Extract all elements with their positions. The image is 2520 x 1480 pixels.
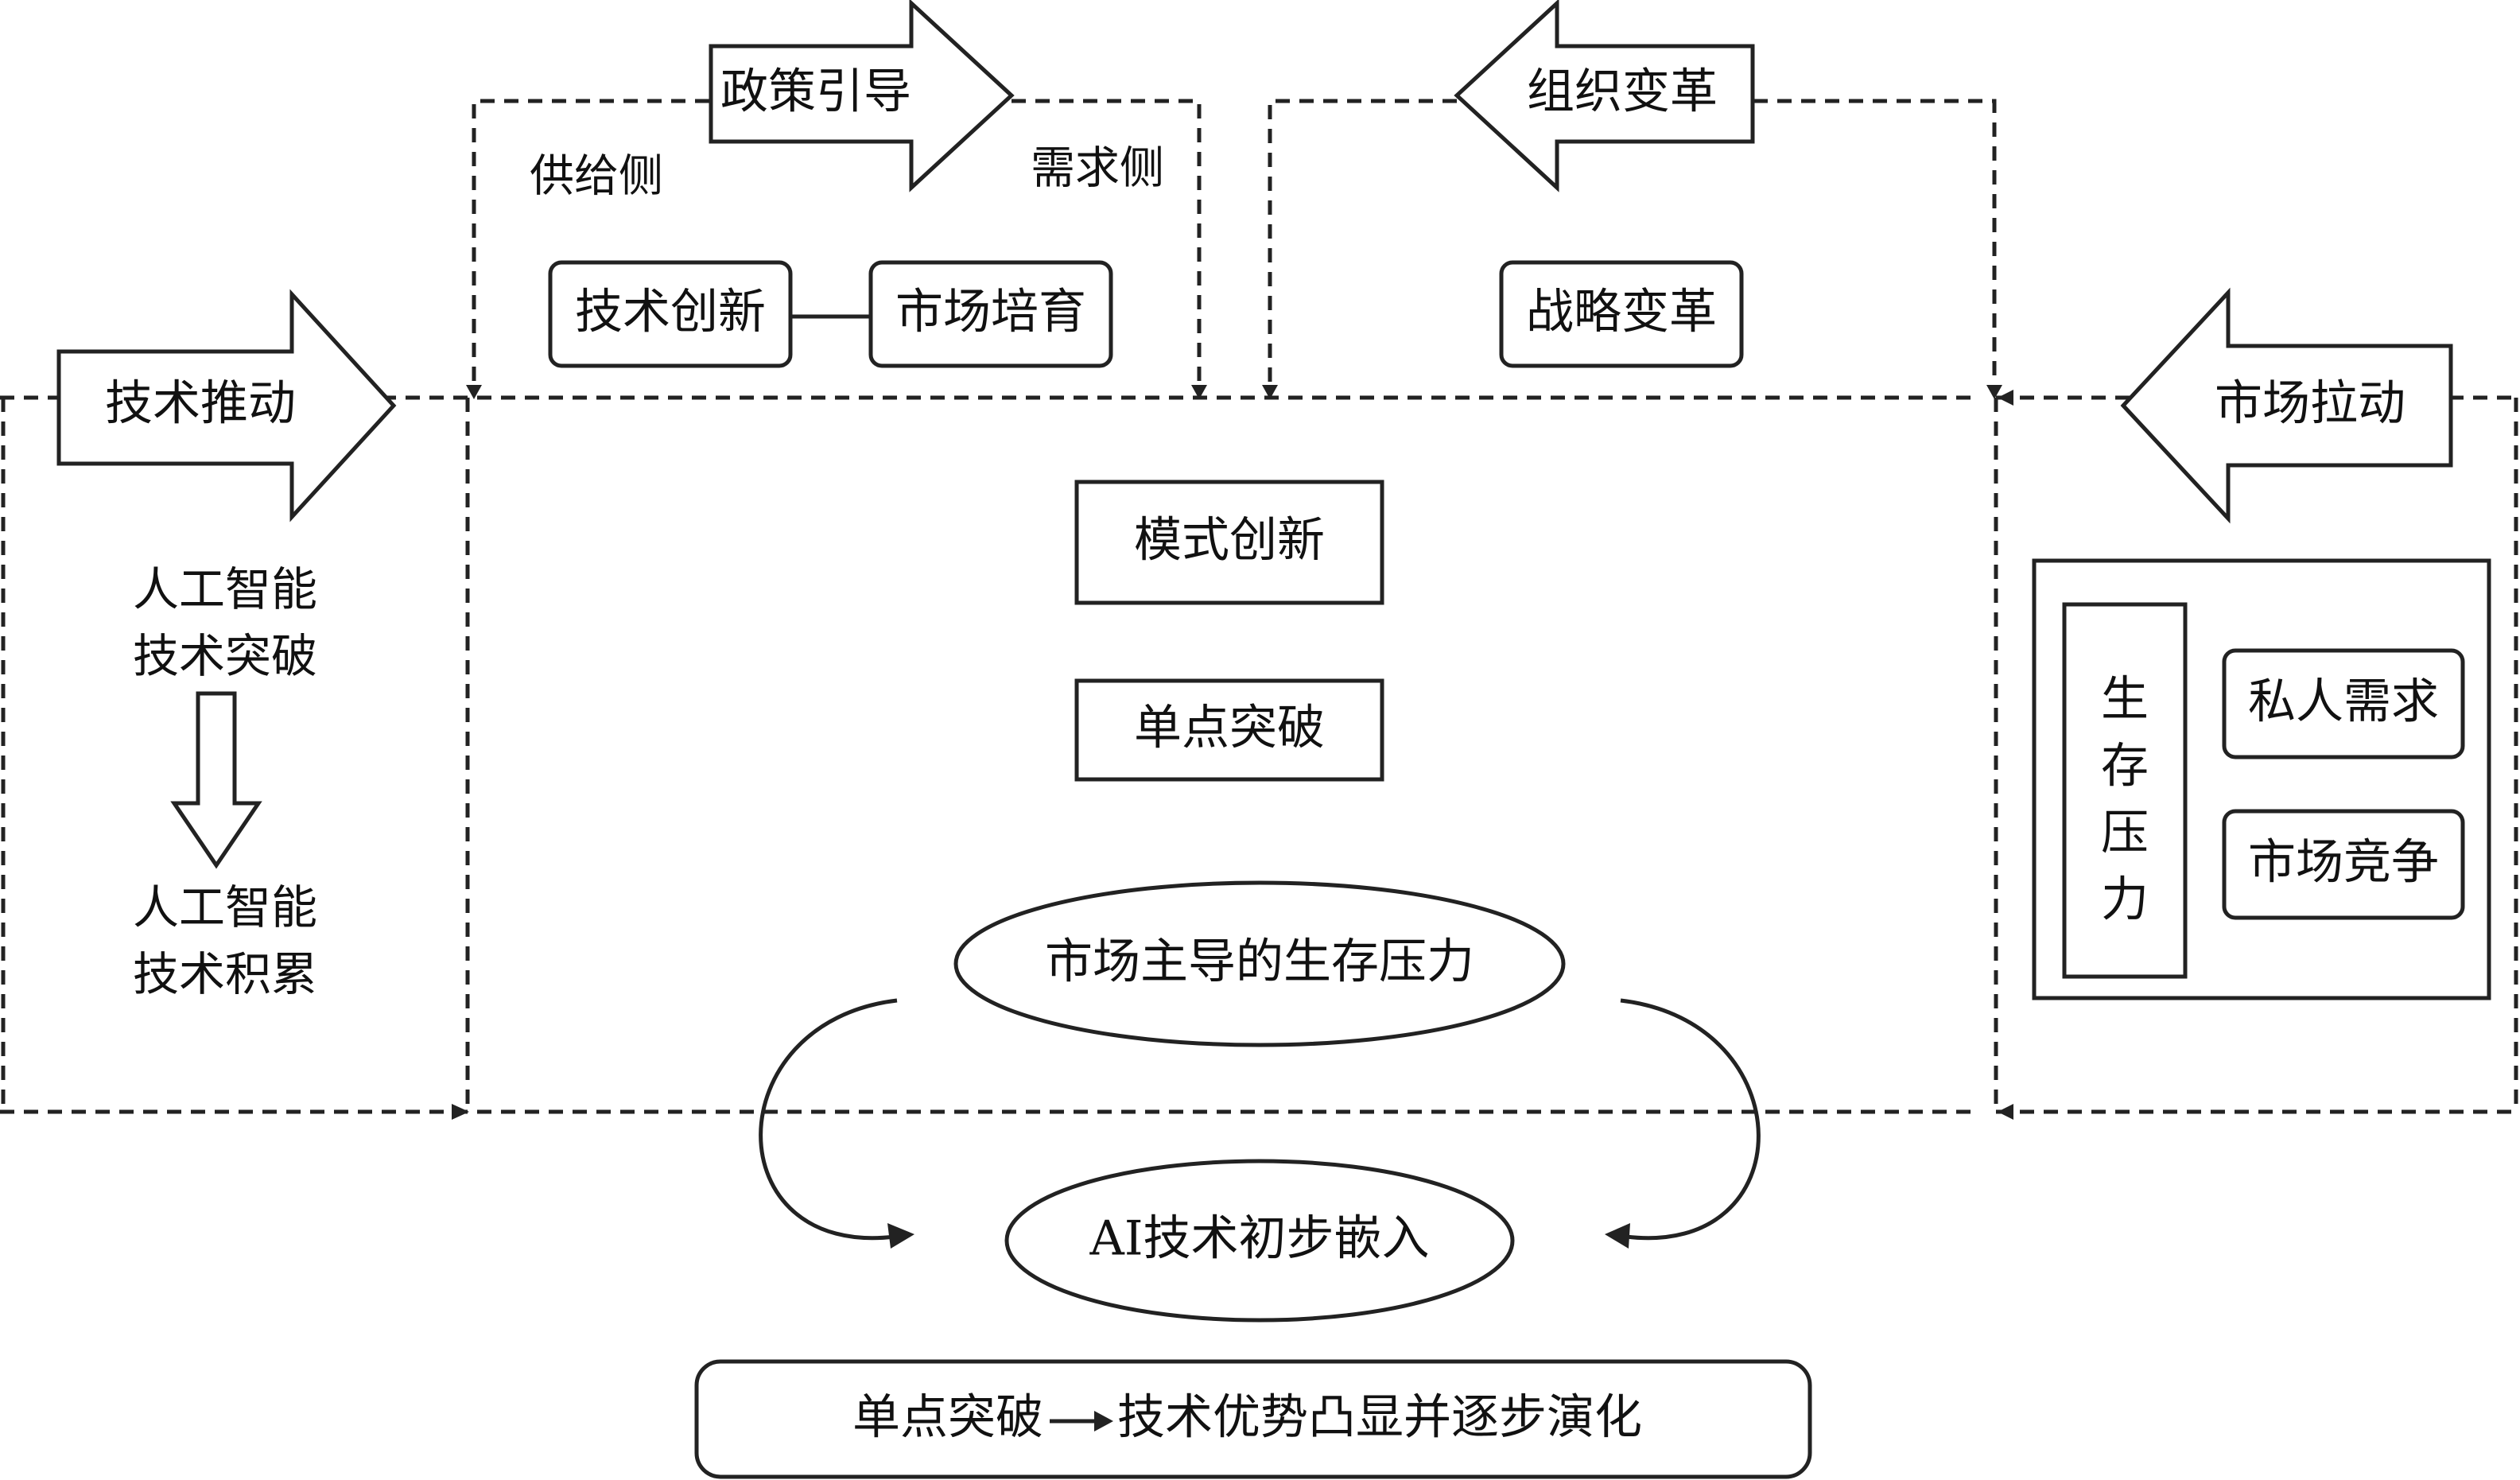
tech-innovation-box: 技术创新 [548,260,793,368]
footer-box: 单点突破 技术优势凸显并逐步演化 [694,1359,1812,1479]
strategy-change-box: 战略变革 [1499,260,1744,368]
private-demand-box: 私人需求 [2222,648,2465,759]
ai-embed-ellipse: AI技术初步嵌入 [1004,1159,1515,1323]
market-pull-arrow: 市场拉动 [2120,287,2453,524]
market-pull-label: 市场拉动 [2215,376,2405,432]
demand-side-label: 需求侧 [1031,143,1164,195]
survival-pressure-panel: 生 存 压 力 私人需求 市场竞争 [2032,558,2491,1000]
policy-label: 政策引导 [720,64,911,120]
footer-arrow-icon [1094,1411,1113,1431]
svg-text:单点突破: 单点突破 [1134,701,1325,756]
ai-breakthrough-line1: 人工智能 [133,562,317,616]
svg-text:技术创新: 技术创新 [575,285,766,340]
tech-push-arrow: 技术推动 [56,289,397,522]
svg-text:市场竞争: 市场竞争 [2248,835,2439,891]
svg-text:私人需求: 私人需求 [2248,674,2439,730]
ai-accumulation-line1: 人工智能 [133,880,317,934]
market-cultivation-box: 市场培育 [868,260,1113,368]
mode-innovation-box: 模式创新 [1074,480,1384,605]
footer-right-text: 技术优势凸显并逐步演化 [1117,1390,1642,1446]
curve-arrowhead-right-icon [1605,1223,1630,1249]
survival-char-3: 压 [2101,806,2149,861]
ai-breakthrough-line2: 技术突破 [133,629,317,683]
survival-char-4: 力 [2101,872,2149,928]
single-breakthrough-box: 单点突破 [1074,678,1384,782]
survival-char-1: 生 [2101,672,2149,728]
feedback-curves [759,998,1761,1249]
svg-text:模式创新: 模式创新 [1134,513,1325,569]
svg-text:市场培育: 市场培育 [895,285,1086,340]
survival-char-2: 存 [2101,739,2149,794]
down-arrow-icon [170,691,262,869]
footer-left-text: 单点突破 [852,1390,1043,1446]
svg-text:市场主导的生存压力: 市场主导的生存压力 [1045,934,1474,990]
tech-push-label: 技术推动 [105,376,296,432]
market-competition-box: 市场竞争 [2222,809,2465,920]
svg-text:战略变革: 战略变革 [1526,285,1717,340]
svg-text:AI技术初步嵌入: AI技术初步嵌入 [1089,1211,1429,1267]
policy-arrow: 政策引导 [709,0,1015,192]
org-change-arrow: 组织变革 [1454,0,1755,192]
supply-side-label: 供给侧 [530,151,663,203]
left-column: 人工智能 技术突破 人工智能 技术积累 [133,562,317,1001]
ai-accumulation-line2: 技术积累 [133,947,317,1001]
curve-arrowhead-left-icon [887,1223,914,1249]
org-change-label: 组织变革 [1527,64,1718,120]
market-pressure-ellipse: 市场主导的生存压力 [953,880,1566,1047]
